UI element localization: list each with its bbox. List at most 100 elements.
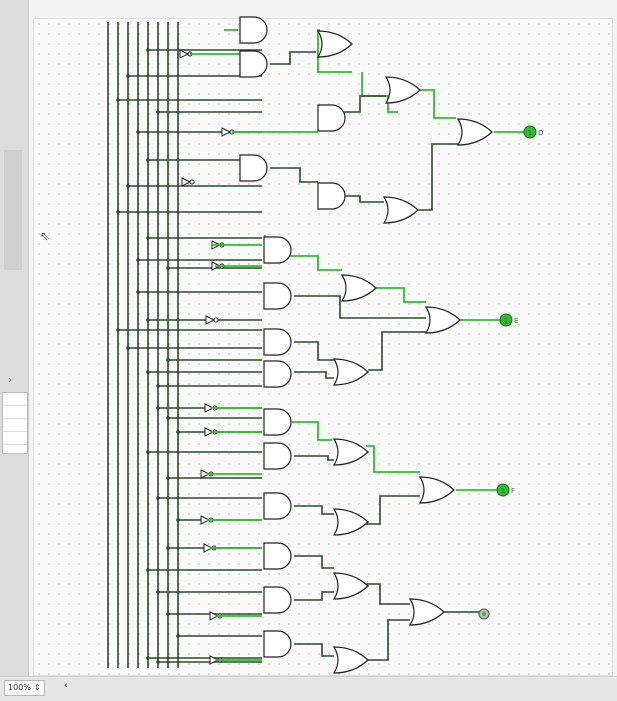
wire [294, 295, 426, 319]
not-gate[interactable] [204, 427, 215, 437]
zoom-stepper-icon[interactable]: ⇕ [33, 683, 41, 692]
not-gate[interactable] [200, 515, 211, 525]
or-gate[interactable] [332, 572, 369, 600]
wire-junction [126, 74, 130, 78]
wire-junction [126, 346, 130, 350]
not-gate[interactable] [209, 655, 220, 665]
and-gate[interactable] [263, 408, 292, 436]
or-gate[interactable] [332, 438, 369, 466]
wire [344, 195, 384, 203]
not-gate[interactable] [204, 403, 215, 413]
and-gate[interactable] [239, 50, 268, 78]
and-gate[interactable] [263, 586, 292, 614]
and-gate[interactable] [317, 182, 346, 210]
wire-junction [176, 634, 180, 638]
and-gate[interactable] [317, 104, 346, 132]
circuit-canvas[interactable] [33, 18, 613, 676]
wire-junction [146, 318, 150, 322]
or-gate[interactable] [332, 508, 369, 536]
wire-junction [116, 210, 120, 214]
wire [418, 143, 458, 211]
not-gate[interactable] [181, 177, 192, 187]
or-gate[interactable] [424, 306, 461, 334]
wire-junction [176, 430, 180, 434]
not-gate[interactable] [200, 469, 211, 479]
wire-junction [166, 358, 170, 362]
and-gate[interactable] [263, 328, 292, 356]
wire-junction [116, 98, 120, 102]
or-gate[interactable] [408, 598, 445, 626]
wire-junction [136, 258, 140, 262]
wire-junction [156, 110, 160, 114]
wire-junction [126, 184, 130, 188]
expand-arrow-icon[interactable]: › [8, 375, 12, 386]
not-gate[interactable] [179, 49, 190, 59]
output-pin[interactable] [523, 125, 537, 139]
wire [294, 591, 334, 601]
or-gate[interactable] [332, 358, 369, 386]
not-gate[interactable] [221, 127, 232, 137]
wire [344, 95, 386, 113]
and-gate[interactable] [263, 542, 292, 570]
output-label-e: E [514, 317, 518, 325]
wire-active [292, 421, 332, 441]
wire [368, 331, 426, 371]
wire-active [374, 287, 426, 303]
or-gate[interactable] [456, 118, 493, 146]
not-gate[interactable] [203, 543, 214, 553]
output-pin[interactable] [496, 483, 510, 497]
wire-junction [166, 546, 170, 550]
not-gate-bubble [189, 179, 195, 185]
and-gate[interactable] [263, 492, 292, 520]
wire [294, 371, 334, 379]
wire-junction [166, 266, 170, 270]
or-gate[interactable] [418, 476, 455, 504]
wire-active [317, 29, 352, 73]
and-gate[interactable] [263, 442, 292, 470]
output-label-d: D [538, 129, 543, 137]
or-gate[interactable] [384, 76, 421, 104]
wire-junction [156, 384, 160, 388]
or-gate[interactable] [340, 274, 377, 302]
zoom-control[interactable]: 100% ⇕ [4, 680, 45, 696]
wire [366, 619, 410, 661]
wire-junction [146, 656, 150, 660]
not-gate[interactable] [205, 315, 216, 325]
wire-junction [146, 370, 150, 374]
output-pin-value: 1 [501, 487, 505, 495]
wire-junction [166, 416, 170, 420]
or-gate[interactable] [316, 30, 353, 58]
and-gate[interactable] [239, 154, 268, 182]
status-bar [0, 676, 617, 701]
output-label-f: F [511, 487, 515, 495]
output-pin-value: 1 [528, 129, 532, 137]
and-gate[interactable] [263, 360, 292, 388]
wire-active [420, 89, 456, 119]
wire-junction [146, 568, 150, 572]
wire-junction [136, 130, 140, 134]
panel-scroll-region[interactable] [4, 150, 22, 270]
and-gate[interactable] [263, 282, 292, 310]
attribute-table [2, 392, 28, 454]
output-pin[interactable] [499, 313, 513, 327]
wire-junction [176, 518, 180, 522]
and-gate[interactable] [239, 16, 268, 44]
and-gate[interactable] [263, 630, 292, 658]
wire [366, 495, 420, 525]
wire-active [361, 72, 398, 113]
wire [366, 583, 410, 605]
wire [294, 505, 334, 515]
or-gate[interactable] [332, 646, 369, 674]
not-gate[interactable] [209, 611, 220, 621]
wire [294, 341, 334, 361]
mouse-pointer-icon: ⇖ [40, 229, 51, 243]
wire [294, 643, 334, 657]
zoom-level: 100% [8, 683, 31, 692]
wire-junction [146, 158, 150, 162]
and-gate[interactable] [263, 236, 292, 264]
scroll-left-icon[interactable]: ‹ [64, 681, 68, 691]
or-gate[interactable] [382, 196, 419, 224]
wire-junction [116, 328, 120, 332]
wire-junction [146, 48, 150, 52]
